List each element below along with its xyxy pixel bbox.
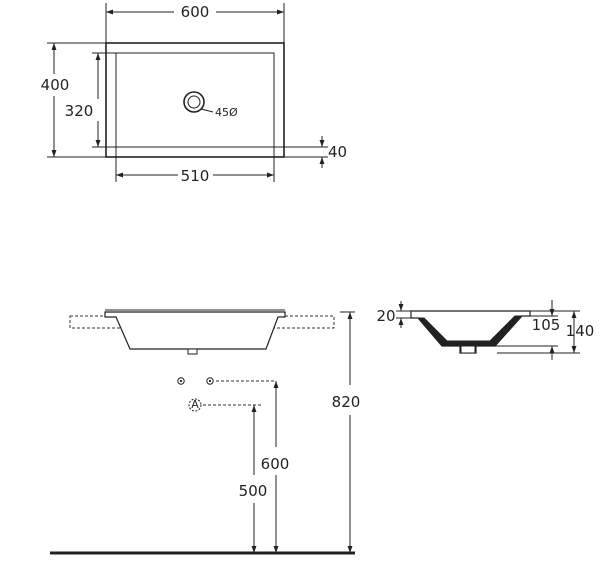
bowl-depth-label: 105 <box>532 316 561 334</box>
dimension-lower-pipe-height: 500 <box>239 405 268 553</box>
dimension-inner-depth: 320 <box>65 52 116 148</box>
basin-elevation-body <box>104 311 286 350</box>
plan-view: 45Ø 600 400 320 <box>41 3 347 185</box>
supply-valve-left <box>177 377 185 385</box>
waste-outlet: A <box>188 398 202 412</box>
basin-inner-bowl <box>115 52 275 148</box>
drain-outlet <box>187 348 198 355</box>
section-view: 20 105 140 <box>376 300 594 360</box>
dimension-inner-width: 510 <box>115 147 275 185</box>
dimension-rim: 40 <box>274 136 347 168</box>
rim-thickness-label: 20 <box>376 307 395 325</box>
dimension-width: 600 <box>105 3 285 43</box>
dimension-depth: 400 <box>41 42 106 158</box>
dimension-upper-pipe-height: 600 <box>261 381 290 553</box>
elevation-view: A 820 600 500 <box>50 309 361 555</box>
lower-pipe-height-label: 500 <box>239 482 268 500</box>
basin-outer-outline <box>105 42 285 158</box>
total-height-label: 820 <box>332 393 361 411</box>
rim-label: 40 <box>328 143 347 161</box>
upper-pipe-height-label: 600 <box>261 455 290 473</box>
depth-label: 400 <box>41 76 70 94</box>
drain-diameter-label: 45Ø <box>215 106 238 119</box>
supply-valve-right <box>206 377 214 385</box>
dimension-rim-thickness: 20 <box>376 301 411 328</box>
width-label: 600 <box>181 3 210 21</box>
inner-depth-label: 320 <box>65 102 94 120</box>
svg-text:A: A <box>191 398 199 411</box>
dimension-total-depth: 140 <box>497 310 595 354</box>
dimension-total-height: 820 <box>332 311 361 553</box>
dimension-bowl-depth: 105 <box>495 300 560 360</box>
total-depth-label: 140 <box>566 322 595 340</box>
inner-width-label: 510 <box>181 167 210 185</box>
drain-symbol <box>183 91 214 113</box>
